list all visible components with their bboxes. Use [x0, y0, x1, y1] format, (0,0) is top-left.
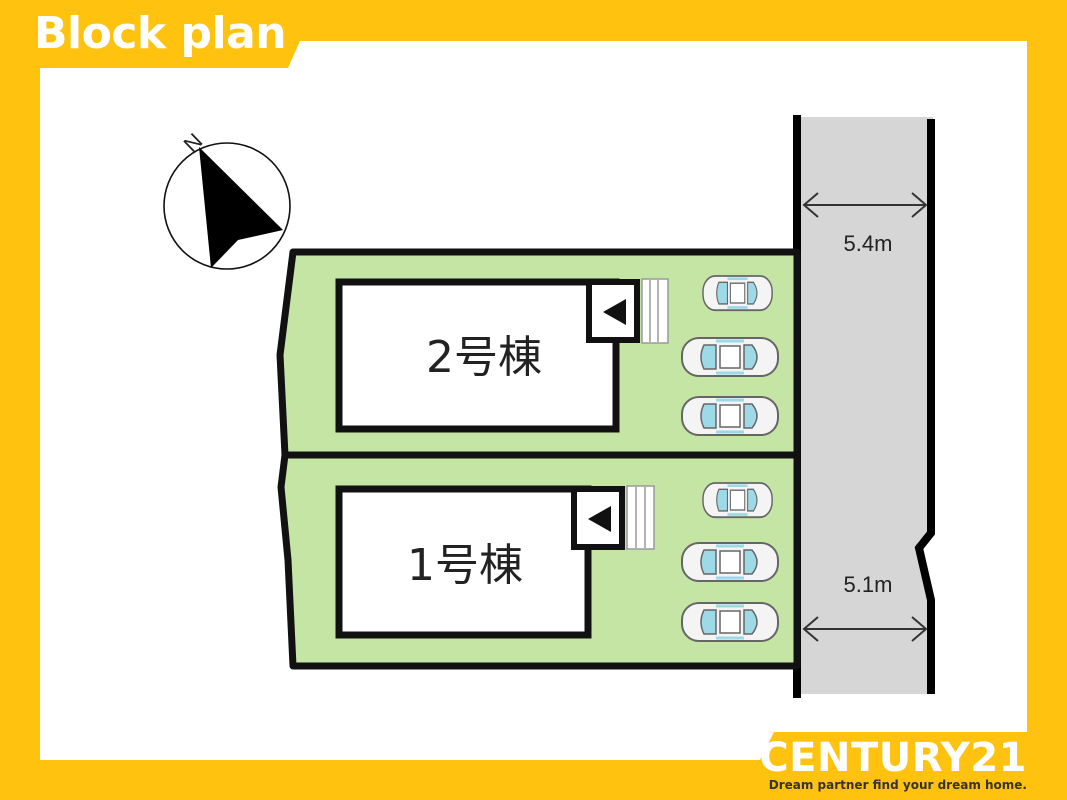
- parking-car-icon: [680, 601, 780, 643]
- brand-logo: CENTURY21 Dream partner find your dream …: [759, 738, 1027, 792]
- compass-icon: N: [163, 128, 291, 270]
- road-width-bottom-label: 5.1m: [844, 572, 893, 597]
- road: [793, 115, 935, 698]
- building-2-label: 2号棟: [426, 332, 542, 383]
- lot-1: 1号棟: [277, 451, 801, 670]
- lot-2: 2号棟: [276, 248, 801, 459]
- parking-car-icon: [701, 274, 774, 312]
- parking-car-icon: [680, 541, 780, 583]
- parking-car-icon: [701, 481, 774, 519]
- road-width-bottom-dimension: [802, 616, 928, 642]
- brand-name: CENTURY21: [759, 735, 1027, 781]
- building-1-footprint: [335, 485, 592, 639]
- building-1-label: 1号棟: [407, 540, 523, 591]
- brand-banner: [760, 732, 1027, 760]
- entrance-steps: [626, 485, 655, 550]
- entrance-steps: [641, 278, 669, 344]
- entrance-arrow-icon: [588, 506, 611, 532]
- building-2-footprint: [335, 278, 620, 433]
- parking-car-icon: [680, 336, 780, 378]
- page-title: Block plan: [34, 8, 287, 59]
- brand-tagline: Dream partner find your dream home.: [768, 778, 1027, 792]
- entrance-arrow-icon: [603, 299, 626, 325]
- road-width-top-label: 5.4m: [844, 231, 893, 256]
- road-width-top-dimension: [802, 192, 928, 218]
- parking-car-icon: [680, 395, 780, 437]
